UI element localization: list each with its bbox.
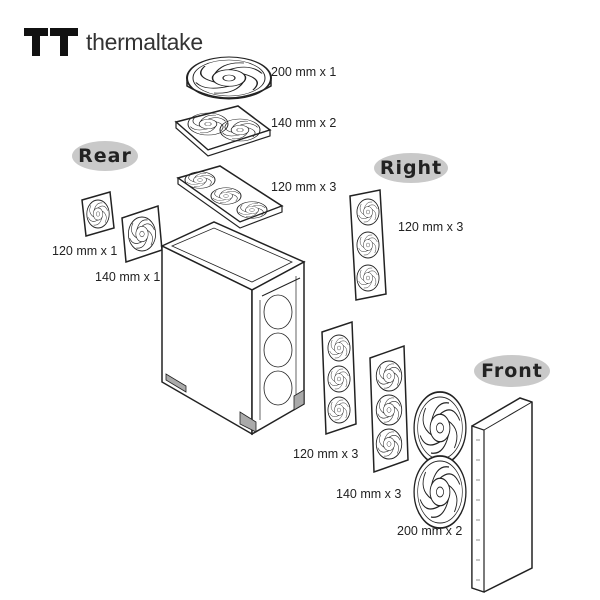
rear-140mm-fan-icon [121,204,163,264]
label-rear-140mm: 140 mm x 1 [95,270,161,284]
front-200mm-fans-icon [413,391,467,529]
front-badge: Front [474,355,550,387]
front-panel-icon [471,397,533,593]
label-front-120mm: 120 mm x 3 [293,447,359,461]
right-badge: Right [374,153,448,183]
rear-badge: Rear [72,141,138,171]
brand-logo: thermaltake [24,28,203,56]
label-front-140mm: 140 mm x 3 [336,487,402,501]
label-top-200mm: 200 mm x 1 [271,65,337,79]
right-120mm-fans-icon [349,189,387,301]
tt-logo-icon [24,28,78,56]
rear-120mm-fan-icon [81,191,115,237]
front-120mm-fans-icon [321,320,357,436]
front-140mm-fans-icon [369,344,409,474]
top-140mm-fans-icon [174,105,272,157]
brand-name: thermaltake [86,28,203,55]
label-top-120mm: 120 mm x 3 [271,180,337,194]
top-120mm-fans-icon [176,165,284,229]
top-200mm-fan-icon [186,56,272,100]
label-rear-120mm: 120 mm x 1 [52,244,118,258]
pc-case-icon [160,221,306,436]
label-right-120mm: 120 mm x 3 [398,220,464,234]
label-top-140mm: 140 mm x 2 [271,116,337,130]
